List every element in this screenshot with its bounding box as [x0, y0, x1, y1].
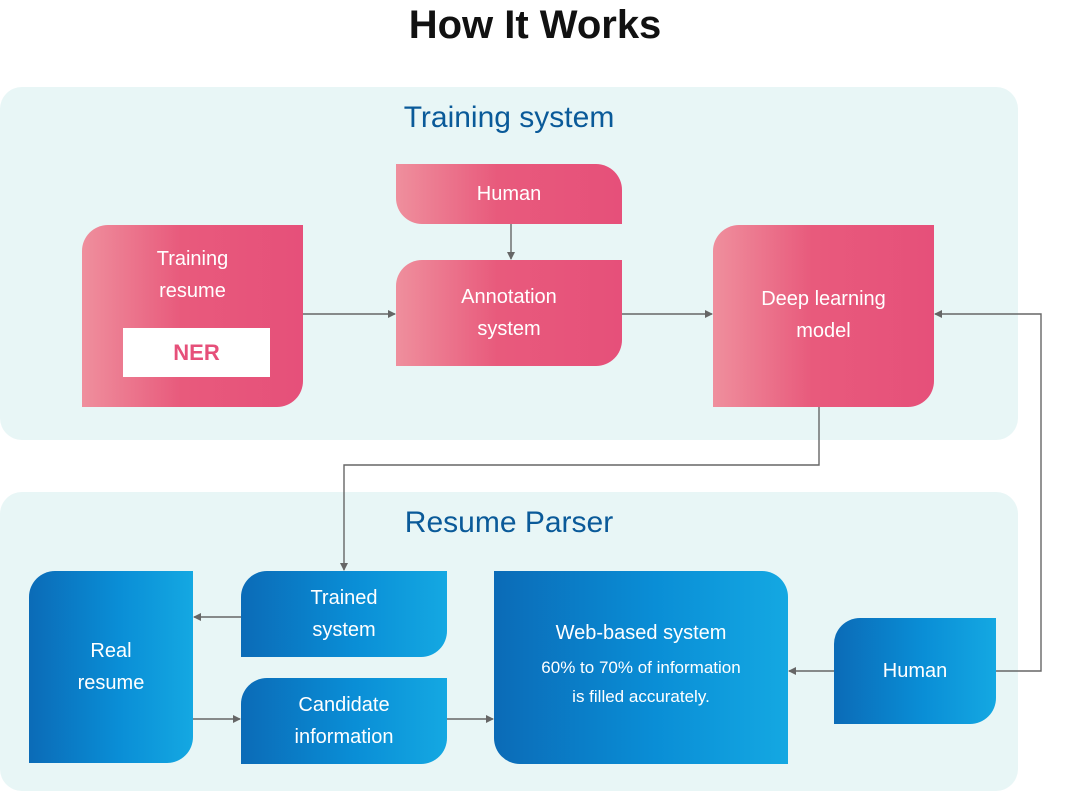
- training-resume-label-line1: Training: [156, 248, 229, 270]
- real-resume-label-line1: Real: [90, 640, 132, 662]
- training-resume-label-line2: resume: [159, 280, 226, 302]
- deep-learning-label-line1: Deep learning: [761, 288, 886, 310]
- trained-system-node: Trained system: [241, 571, 447, 657]
- arrow-human-to-deep-learning: [934, 310, 1042, 672]
- resume-parser-heading: Resume Parser: [404, 506, 614, 539]
- web-based-system-node: Web-based system 60% to 70% of informati…: [494, 571, 788, 764]
- web-system-label: Web-based system: [555, 622, 727, 644]
- page-title: How It Works: [408, 3, 662, 47]
- web-system-note-line2: is filled accurately.: [572, 687, 710, 706]
- human-label: Human: [476, 183, 542, 205]
- real-resume-label-line2: resume: [77, 672, 145, 694]
- candidate-info-label-line1: Candidate: [298, 694, 390, 716]
- training-system-heading: Training system: [403, 101, 615, 134]
- trained-system-label-line1: Trained: [310, 587, 378, 609]
- candidate-info-label-line2: information: [294, 726, 394, 748]
- annotation-label-line2: system: [477, 318, 541, 340]
- human-parser-label: Human: [882, 660, 948, 682]
- real-resume-node: Real resume: [29, 571, 193, 763]
- web-system-note-line1: 60% to 70% of information: [541, 658, 741, 677]
- human-node-parser: Human: [834, 618, 996, 724]
- trained-system-label-line2: system: [312, 619, 376, 641]
- deep-learning-model-node: Deep learning model: [713, 225, 934, 407]
- ner-box: NER: [123, 328, 270, 377]
- deep-learning-label-line2: model: [796, 320, 851, 342]
- human-node-training: Human: [396, 164, 622, 224]
- candidate-information-node: Candidate information: [241, 678, 447, 764]
- arrow-deep-learning-to-trained-system: [340, 407, 820, 571]
- annotation-system-node: Annotation system: [396, 260, 622, 366]
- annotation-label-line1: Annotation: [461, 286, 557, 308]
